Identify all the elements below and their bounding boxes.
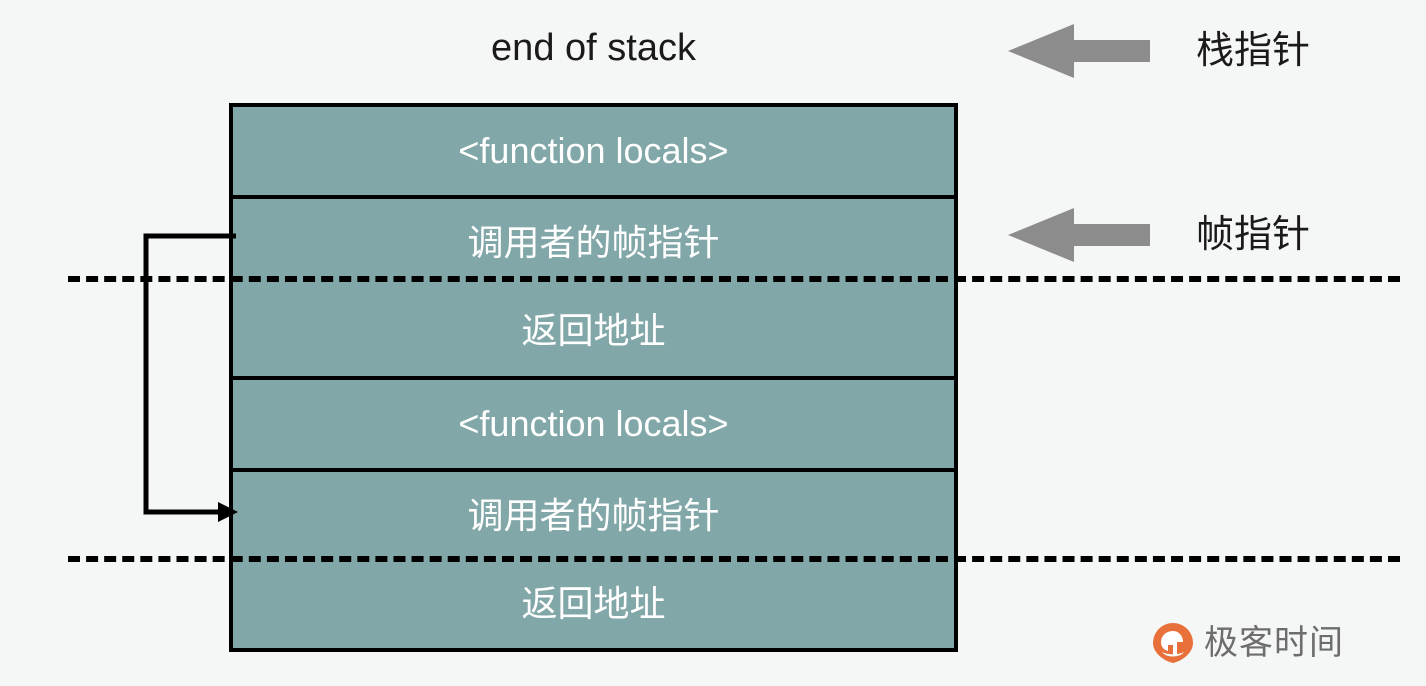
frame-boundary-dashed-line-lower (68, 556, 1400, 562)
frame-pointer-arrow-icon (1008, 208, 1150, 262)
stack-pointer-label: 栈指针 (1196, 30, 1311, 72)
stack-row-return-address-upper: 返回地址 (233, 287, 954, 380)
watermark: 极客时间 (1152, 622, 1344, 664)
stack-row-function-locals-upper: <function locals> (233, 107, 954, 200)
stack-row-saved-frame-pointer-upper: 调用者的帧指针 (467, 222, 720, 264)
stack-row-return-address-lower: 返回地址 (521, 582, 666, 624)
geektime-logo-icon (1153, 623, 1193, 663)
stack-row-function-locals-lower: <function locals> (233, 380, 954, 472)
stack-row-saved-frame-pointer-lower: 调用者的帧指针 (467, 494, 720, 536)
frame-pointer-label: 帧指针 (1196, 214, 1311, 256)
end-of-stack-label: end of stack (491, 27, 696, 69)
watermark-text: 极客时间 (1204, 624, 1344, 662)
frame-boundary-dashed-line-upper (68, 276, 1400, 282)
frame-pointer-chain-arrowhead-icon (218, 502, 238, 522)
stack-box: <function locals> 调用者的帧指针 返回地址 <function… (229, 103, 958, 652)
stack-pointer-arrow-icon (1008, 24, 1150, 78)
frame-pointer-chain-connector (143, 233, 238, 522)
frame-pointer-chain-arrow-icon (143, 233, 236, 515)
